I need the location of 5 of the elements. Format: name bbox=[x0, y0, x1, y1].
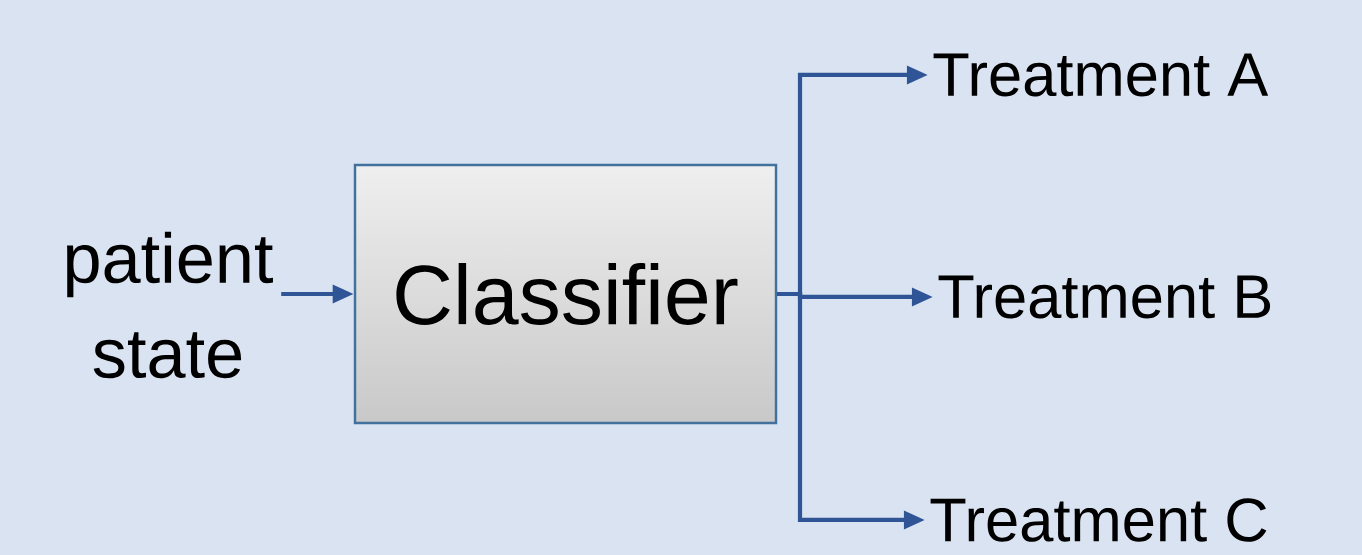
output-label: Treatment C bbox=[930, 498, 1267, 542]
process-box: Classifier bbox=[353, 163, 778, 425]
output-label: Treatment B bbox=[938, 275, 1271, 319]
input-label: patient state bbox=[67, 231, 273, 379]
output-label: Treatment A bbox=[933, 53, 1269, 97]
